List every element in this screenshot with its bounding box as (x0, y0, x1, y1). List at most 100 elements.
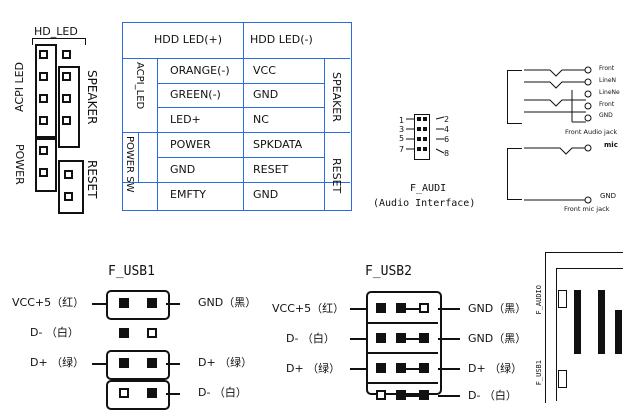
jack-label: Front (599, 65, 615, 72)
usb-pin (396, 363, 406, 373)
usb-pin (419, 303, 429, 313)
table-header-hdd-led-minus: HDD LED(-) (250, 33, 313, 46)
f-usb1-title: F_USB1 (108, 264, 155, 279)
table-cell: POWER (170, 138, 211, 151)
reset-header (58, 160, 84, 214)
board-pin-block (558, 370, 567, 388)
table-cell: EMFTY (170, 188, 207, 201)
group-speaker: SPEAKER (330, 72, 343, 122)
audi-pin-label: 8 (444, 149, 450, 158)
board-outline (545, 252, 623, 403)
audi-pin-label: 5 (399, 134, 405, 143)
usb1-connector (106, 380, 170, 410)
usb-pin (147, 328, 157, 338)
table-cell: GND (170, 163, 196, 176)
usb1-right-label: D+ （绿） (198, 356, 253, 369)
table-cell: SPKDATA (253, 138, 303, 151)
pin (62, 116, 71, 125)
usb-pin (147, 388, 157, 398)
table-header-hdd-led-plus: HDD LED(+) (154, 33, 223, 46)
table-cell: GND (253, 188, 279, 201)
usb2-right-label: D+ （绿） (468, 362, 523, 375)
board-slot (598, 290, 605, 354)
table-cell: GND (253, 88, 279, 101)
acpi-led-label: ACPI LED (13, 62, 26, 112)
usb1-left-label: D+ （绿） (30, 356, 85, 369)
board-label-f-audio: F_AUDIO (535, 285, 543, 315)
pin-table (122, 22, 352, 211)
front-audio-jack-caption: Front Audio jack (565, 128, 618, 136)
usb-pin (419, 390, 429, 400)
usb2-left-label: VCC+5（红） (272, 302, 345, 315)
table-cell: ORANGE(-) (170, 64, 230, 77)
audi-pin-label: 6 (444, 135, 450, 144)
group-acpi-led: ACPI_LED (134, 62, 145, 110)
usb-pin (376, 333, 386, 343)
usb-pin (376, 363, 386, 373)
board-pin-block (558, 290, 567, 308)
pin (39, 146, 48, 155)
audi-pin-label: 1 (399, 116, 405, 125)
usb-pin (376, 303, 386, 313)
front-mic-jack-caption: Front mic jack (564, 205, 610, 213)
hd-led-title: HD_LED (34, 25, 78, 38)
reset-label: RESET (85, 160, 99, 199)
pin (39, 116, 48, 125)
jack-label: GND (599, 112, 613, 119)
usb-pin (119, 328, 129, 338)
usb1-right-label: GND（黑） (198, 296, 257, 309)
audi-pin-label: 3 (399, 125, 405, 134)
usb-pin (376, 390, 386, 400)
pin (62, 72, 71, 81)
usb-pin (419, 333, 429, 343)
audi-pin-leads (406, 116, 445, 154)
pin (39, 168, 48, 177)
power-label: POWER (13, 144, 26, 185)
f-usb2-title: F_USB2 (365, 264, 412, 279)
pin (39, 50, 48, 59)
usb2-right-label: D- （白） (468, 389, 517, 402)
f-audi-header (414, 114, 430, 160)
pin (39, 72, 48, 81)
pin (39, 94, 48, 103)
audi-pin-label: 2 (444, 115, 450, 124)
group-reset: RESET (330, 158, 343, 194)
usb-pin (396, 303, 406, 313)
usb-pin (147, 358, 157, 368)
usb1-left-label: D- （白） (30, 326, 79, 339)
jack-label: LineN (599, 77, 616, 84)
usb2-right-label: GND（黑） (468, 332, 527, 345)
audio-jack-body (507, 70, 522, 124)
usb1-connector (106, 350, 170, 380)
board-slot (615, 310, 622, 354)
f-audi-title: F_AUDI (410, 183, 447, 194)
usb-pin (396, 333, 406, 343)
usb1-connector (106, 290, 170, 320)
usb-pin (419, 363, 429, 373)
usb2-left-label: D+ （绿） (286, 362, 341, 375)
mic-label: mic (604, 141, 618, 149)
jack-label: GND (600, 192, 617, 200)
jack-label: LineNe (599, 89, 620, 96)
table-cell: NC (253, 113, 269, 126)
usb-pin (119, 298, 129, 308)
f-audi-subtitle: (Audio Interface) (373, 198, 476, 209)
table-cell: GREEN(-) (170, 88, 221, 101)
hd-led-header-left (35, 44, 57, 138)
usb-pin (119, 358, 129, 368)
usb-pin (147, 298, 157, 308)
audio-jack-wiring (524, 66, 592, 204)
hd-led-header-right (58, 66, 80, 148)
audi-pin-label: 4 (444, 125, 450, 134)
pin (64, 170, 73, 179)
pin (64, 192, 73, 201)
usb2-left-label: D- （白） (286, 332, 335, 345)
usb2-right-label: GND（黑） (468, 302, 527, 315)
table-cell: LED+ (170, 113, 201, 126)
group-power-sw: POWER SW (124, 136, 135, 193)
pin (62, 50, 71, 59)
usb-pin (119, 388, 129, 398)
jack-label: Front (599, 101, 615, 108)
board-label-f-usb: F_USB1 (535, 360, 543, 386)
table-cell: RESET (253, 163, 289, 176)
